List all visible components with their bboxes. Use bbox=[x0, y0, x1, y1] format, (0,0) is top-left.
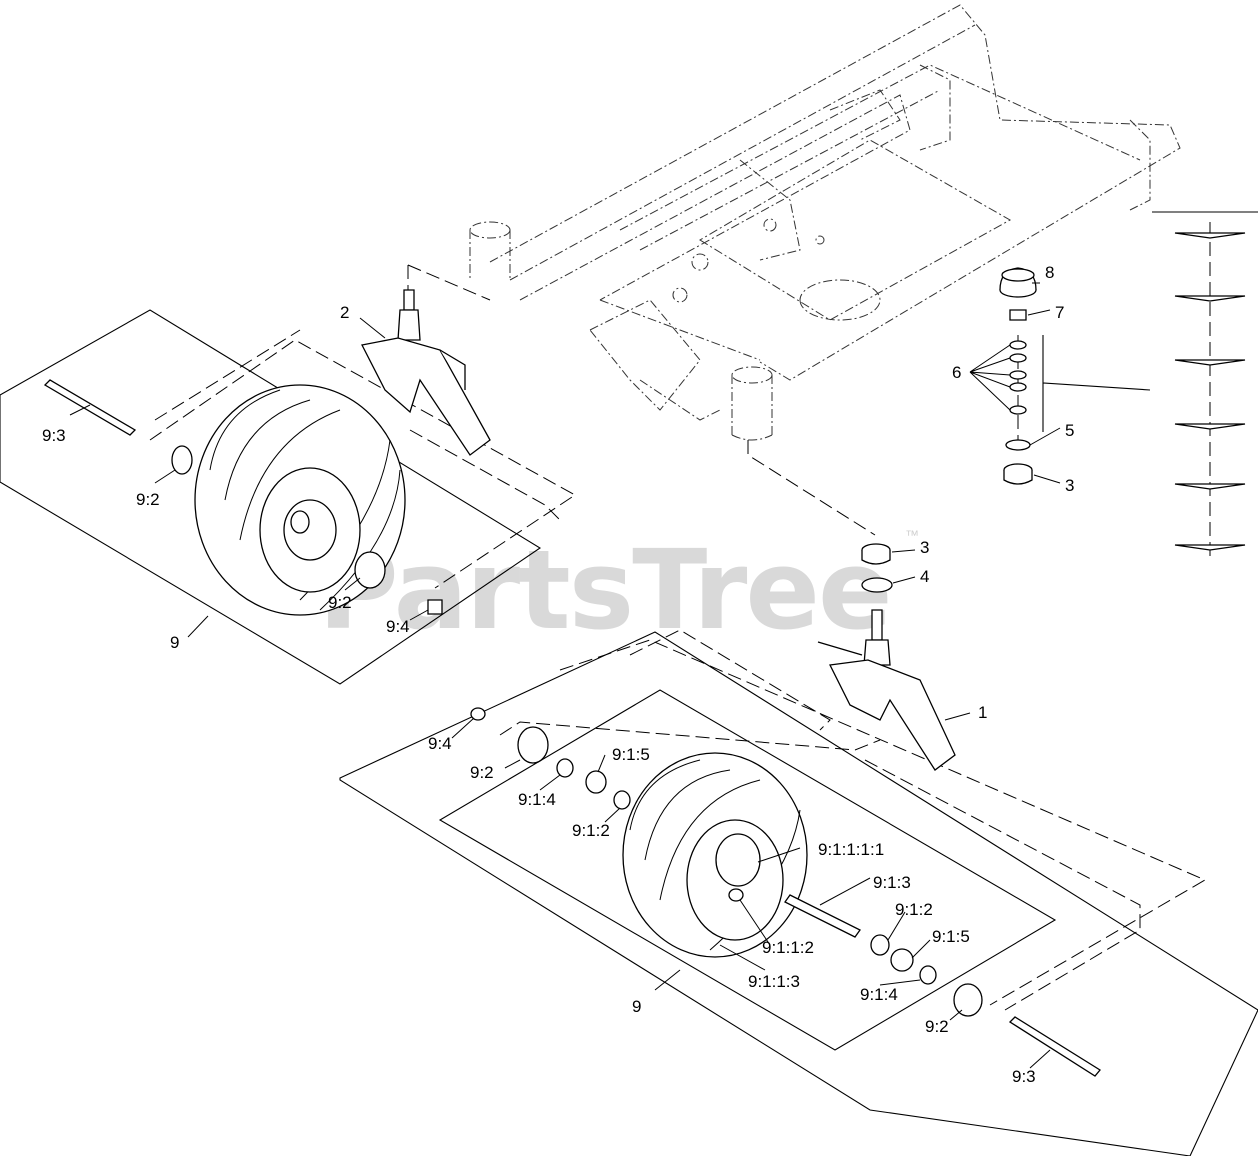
callout-9-4b: 9:4 bbox=[428, 734, 452, 753]
watermark: PartsTree ™ bbox=[318, 526, 919, 654]
nut bbox=[1009, 309, 1027, 321]
callout-9-1-3: 9:1:3 bbox=[873, 873, 911, 892]
bearing-right-a bbox=[613, 790, 631, 810]
leader-lines bbox=[69, 282, 1061, 1069]
axle-bolt-left bbox=[43, 379, 137, 436]
thrust-washer bbox=[1005, 439, 1031, 451]
callout-9-1-1-1-1: 9:1:1:1:1 bbox=[818, 840, 884, 859]
bushing-right-a bbox=[556, 758, 574, 778]
callout-2: 2 bbox=[340, 303, 349, 322]
callout-3b: 3 bbox=[920, 538, 929, 557]
nut-right bbox=[470, 707, 486, 721]
callout-3a: 3 bbox=[1065, 476, 1074, 495]
callout-6: 6 bbox=[952, 363, 961, 382]
callout-9-2c: 9:2 bbox=[470, 763, 494, 782]
callout-9-1-1-3: 9:1:1:3 bbox=[748, 972, 800, 991]
wheel-frame-right-inner bbox=[438, 689, 1057, 1051]
mower-frame bbox=[469, 4, 1181, 441]
callout-9a: 9 bbox=[170, 633, 179, 652]
callout-8: 8 bbox=[1045, 263, 1054, 282]
wheel-frame-right-outer bbox=[339, 631, 1258, 1156]
callout-9-1-5b: 9:1:5 bbox=[932, 927, 970, 946]
caster-fork-left bbox=[361, 289, 491, 456]
callout-labels: 8 7 6 5 3 3 4 2 1 9:3 9:2 9:2 9:4 9 9:4 … bbox=[42, 263, 1074, 1086]
bearing-right-b bbox=[870, 934, 890, 956]
wheel-left bbox=[43, 379, 443, 616]
callout-4: 4 bbox=[920, 567, 929, 586]
spacer-left-b bbox=[354, 551, 386, 589]
seal bbox=[861, 577, 893, 593]
callout-1: 1 bbox=[978, 703, 987, 722]
callout-9-1-4b: 9:1:4 bbox=[860, 985, 898, 1004]
callout-9-1-2b: 9:1:2 bbox=[895, 900, 933, 919]
seal-right-a bbox=[585, 770, 607, 794]
caster-hardware-stack bbox=[999, 267, 1037, 485]
nut-left bbox=[427, 599, 443, 615]
spacer-right-a bbox=[517, 726, 549, 764]
washer-stack bbox=[1174, 232, 1246, 551]
caster-fork-right bbox=[817, 543, 956, 771]
wheel-frame-left bbox=[0, 309, 542, 685]
callout-9-1-5a: 9:1:5 bbox=[612, 745, 650, 764]
wheel-right bbox=[470, 707, 1101, 1077]
callout-7: 7 bbox=[1055, 303, 1064, 322]
watermark-trademark: ™ bbox=[905, 527, 919, 543]
bushing-right-b bbox=[919, 965, 937, 985]
bearing-lower bbox=[861, 543, 891, 565]
axle-bolt-right bbox=[1008, 1016, 1101, 1077]
bracket-frame-6 bbox=[1042, 335, 1151, 432]
hardware-panel bbox=[1174, 222, 1246, 560]
seal-right-b bbox=[890, 948, 914, 972]
axle-tube bbox=[784, 894, 861, 938]
spacer-right-b bbox=[953, 983, 983, 1017]
callout-9-2b: 9:2 bbox=[328, 593, 352, 612]
callout-9-2d: 9:2 bbox=[925, 1017, 949, 1036]
callout-9-1-1-2: 9:1:1:2 bbox=[762, 938, 814, 957]
callout-9-3a: 9:3 bbox=[42, 426, 66, 445]
callout-9-1-4a: 9:1:4 bbox=[518, 790, 556, 809]
callout-9-1-2a: 9:1:2 bbox=[572, 821, 610, 840]
callout-9-2a: 9:2 bbox=[136, 490, 160, 509]
callout-9b: 9 bbox=[632, 997, 641, 1016]
assembly-frames bbox=[0, 211, 1258, 1156]
callout-9-3b: 9:3 bbox=[1012, 1067, 1036, 1086]
callout-9-4a: 9:4 bbox=[386, 617, 410, 636]
spacer-left-a bbox=[171, 445, 193, 475]
dust-cap bbox=[999, 267, 1037, 298]
watermark-text: PartsTree bbox=[318, 526, 891, 654]
callout-5: 5 bbox=[1065, 421, 1074, 440]
bearing-upper bbox=[1003, 463, 1033, 485]
